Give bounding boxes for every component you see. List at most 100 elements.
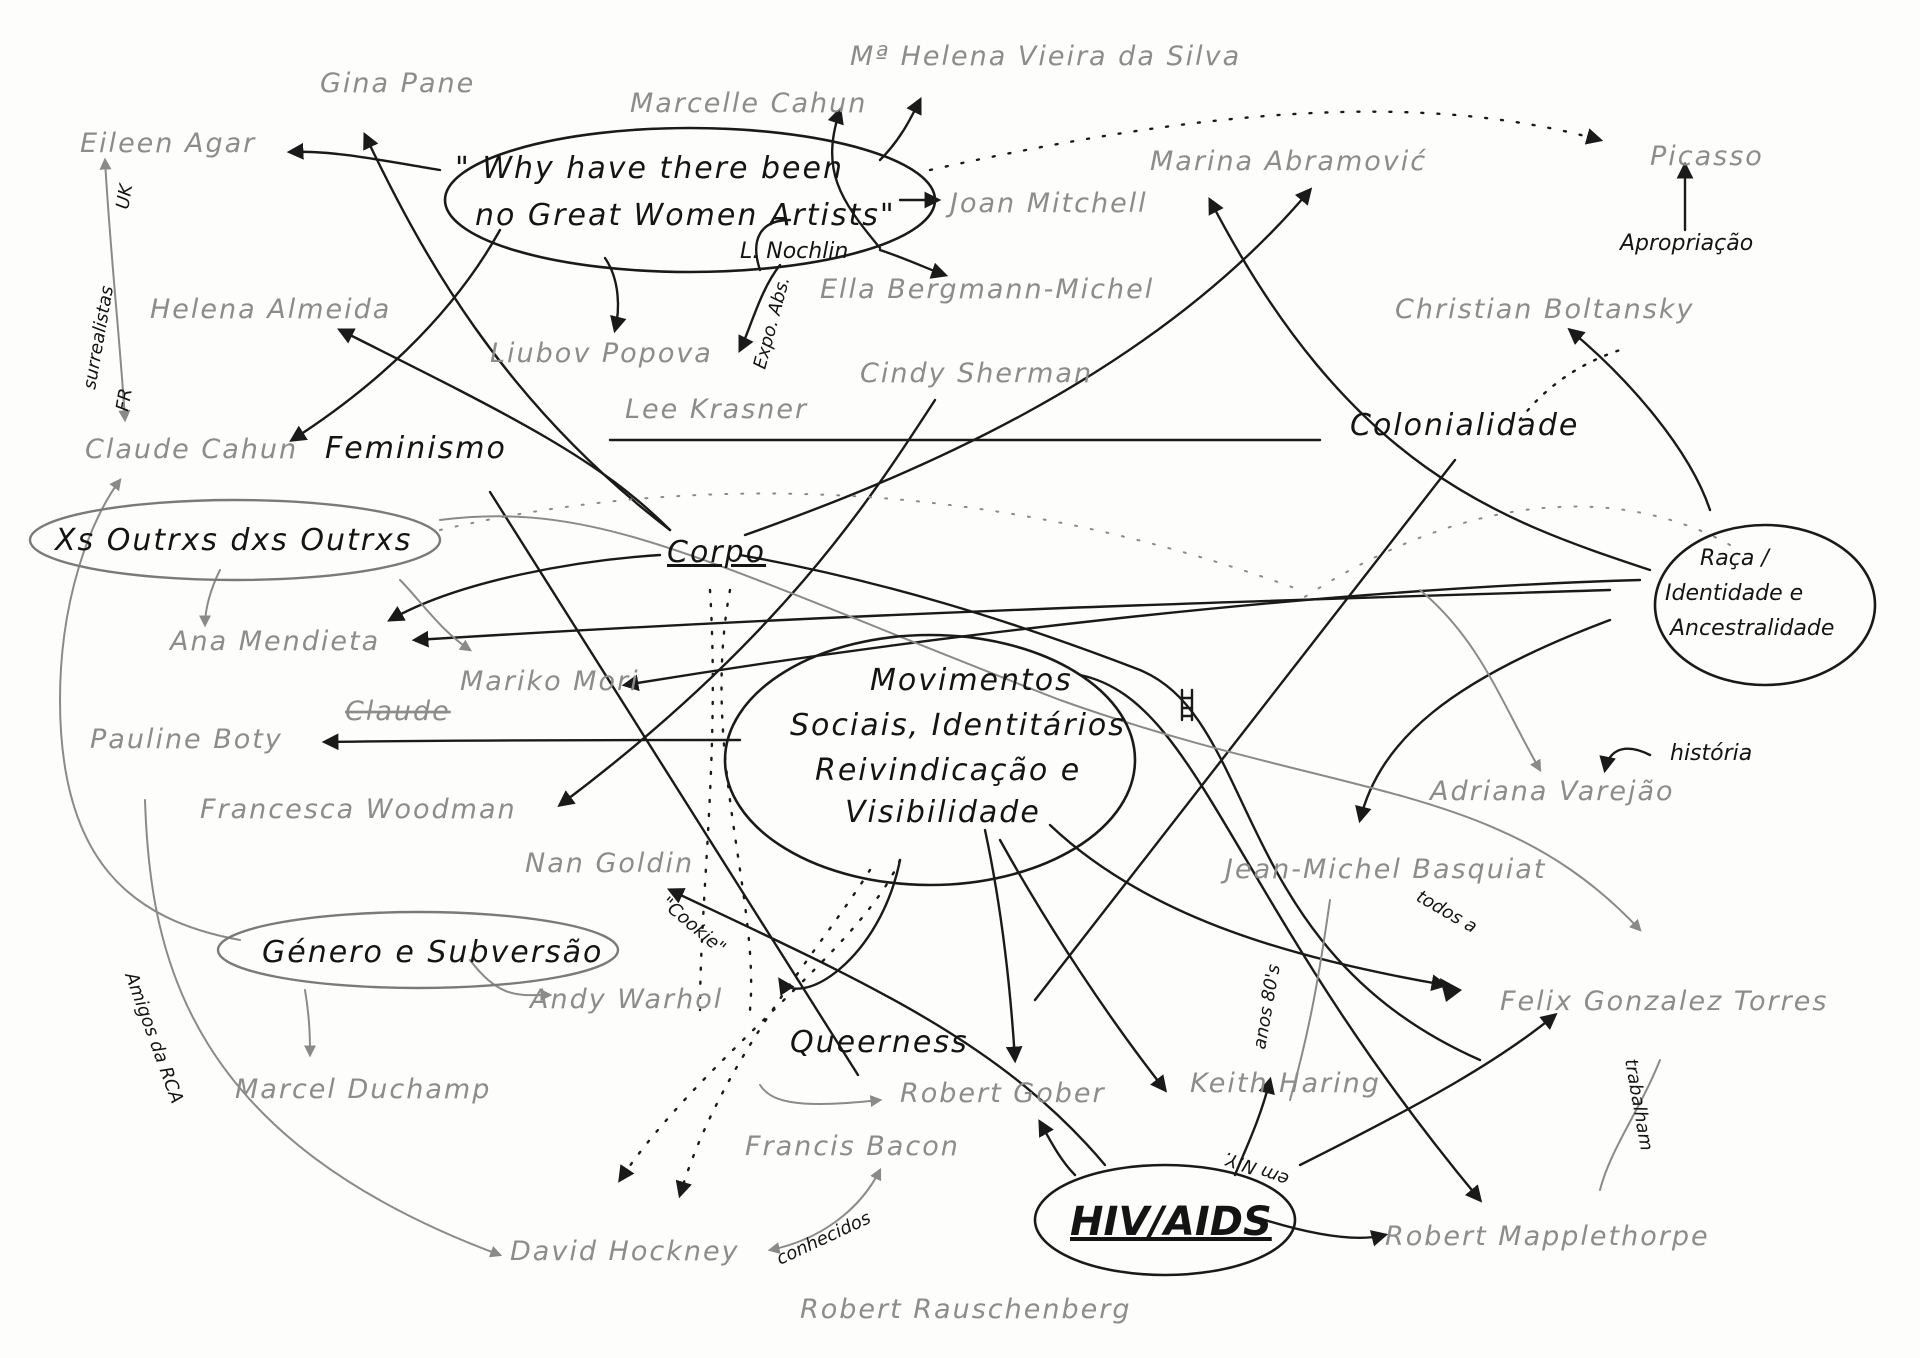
outros-to-felix (439, 515, 1642, 932)
colonialidade-diagonal (1033, 458, 1457, 1002)
artist-gober: Robert Gober (900, 1078, 1106, 1109)
label-movimentos-3: Reivindicação e (815, 753, 1081, 788)
artist-andy: Andy Warhol (528, 984, 723, 1015)
note-anos80: anos 80's (1249, 963, 1285, 1051)
outros-to-mendieta (199, 569, 221, 628)
label-corpo: Corpo (667, 535, 766, 570)
artist-picasso: Picasso (1650, 141, 1764, 172)
artist-ella: Ella Bergmann-Michel (820, 274, 1154, 305)
note-fr: FR (112, 387, 137, 413)
artist-gina-pane: Gina Pane (320, 68, 475, 99)
artist-pauline-boty: Pauline Boty (90, 724, 283, 755)
hiv-to-mapplethorpe (1263, 1218, 1389, 1247)
concept-labels: Feminismo " Why have there been no Great… (53, 151, 1834, 1245)
label-nochlin-line2: no Great Women Artists" (475, 198, 896, 233)
artist-basquiat: Jean-Michel Basquiat (1220, 854, 1546, 885)
artist-duchamp: Marcel Duchamp (235, 1074, 491, 1105)
trabalham-link (1599, 1059, 1661, 1191)
artist-boltansky: Christian Boltansky (1395, 294, 1694, 325)
nochlin-to-ella (878, 248, 949, 279)
nochlin-to-vieira (878, 96, 922, 162)
note-cookie: "Cookie" (657, 893, 730, 959)
hiv-to-nan (666, 888, 1107, 1167)
hatch-outros (439, 492, 1301, 591)
label-colonialidade: Colonialidade (1350, 408, 1579, 443)
outros-to-mariko (399, 579, 472, 652)
label-feminismo: Feminismo (325, 431, 507, 466)
genero-oval (216, 910, 620, 990)
movimentos-to-queer-left (778, 858, 902, 996)
surrealistas-link (99, 157, 131, 423)
artist-nan-goldin: Nan Goldin (525, 848, 694, 879)
note-em-ny: em N.Y. (1221, 1147, 1292, 1190)
hatch-mov-hockney (618, 858, 902, 1183)
note-todos: todos a (1413, 886, 1481, 938)
corpo-to-helena-almeida (336, 328, 672, 532)
label-nochlin-author: L. Nochlin (740, 239, 848, 264)
nochlin-to-marcelle (827, 106, 882, 250)
artist-lee: Lee Krasner (625, 394, 808, 425)
label-raca-3: Ancestralidade (1668, 616, 1834, 641)
hiv-to-felix (1298, 1012, 1558, 1167)
artist-marcelle-cahun: Marcelle Cahun (630, 88, 867, 119)
outros-oval (28, 498, 442, 582)
corpo-to-marina (743, 187, 1313, 537)
label-apropriacao: Apropriação (1618, 231, 1753, 256)
note-amigos: Amigos da RCA (120, 969, 187, 1107)
artist-lubov: Liubov Popova (490, 338, 713, 369)
ladder-doodle (1180, 688, 1194, 722)
artist-helena-vieira: Mª Helena Vieira da Silva (850, 41, 1241, 72)
hatch-mov-hockney-2 (675, 868, 872, 1199)
label-movimentos-4: Visibilidade (845, 795, 1041, 830)
cookie-to-gober (759, 1084, 883, 1108)
movimentos-to-felix (1048, 823, 1449, 991)
label-historia: história (1670, 741, 1752, 766)
raca-oval (1653, 523, 1877, 687)
raca-to-basquiat (1355, 618, 1612, 824)
label-movimentos-2: Sociais, Identitários (790, 708, 1126, 743)
historia-arrow (1599, 747, 1652, 774)
artist-joan-mitchell: Joan Mitchell (945, 188, 1148, 219)
note-expo: Expo. Abs. (750, 274, 795, 371)
genero-to-duchamp (303, 989, 316, 1058)
hiv-to-gober (1038, 1119, 1077, 1177)
pencil-connectors (58, 157, 1661, 1258)
hiv-to-haring (1233, 1076, 1275, 1177)
movimentos-to-mapplethorpe (1078, 673, 1483, 1203)
artist-bacon: Francis Bacon (745, 1131, 960, 1162)
label-movimentos-1: Movimentos (870, 663, 1073, 698)
label-genero: Género e Subversão (262, 935, 603, 970)
hatch-raca-adriana (1299, 505, 1731, 601)
feminismo-diagonal (488, 490, 860, 1077)
artist-felix: Felix Gonzalez Torres (1500, 986, 1828, 1017)
artist-ana-mendieta: Ana Mendieta (168, 626, 380, 657)
nochlin-to-lubov (603, 256, 627, 334)
corpo-to-mendieta (387, 553, 662, 622)
artist-claude-struck: Claude (345, 696, 451, 727)
conhecidos-link (767, 1167, 882, 1254)
artist-mariko-mori: Mariko Mori (460, 666, 640, 697)
amigos-rca (144, 799, 503, 1258)
artist-cindy: Cindy Sherman (860, 358, 1093, 389)
raca-to-marina (1208, 197, 1652, 572)
nochlin-to-eileen (286, 142, 442, 172)
label-raca-1: Raça / (1700, 546, 1771, 571)
label-raca-2: Identidade e (1665, 581, 1803, 606)
label-queerness: Queerness (790, 1025, 969, 1060)
artist-rauschenberg: Robert Rauschenberg (800, 1294, 1131, 1325)
ink-connectors (286, 96, 1712, 1247)
hiv-oval (1033, 1163, 1297, 1277)
triangle-doodle (1440, 978, 1462, 1002)
artist-claude-cahun: Claude Cahun (85, 434, 298, 465)
artist-haring: Keith Haring (1190, 1068, 1381, 1099)
note-uk: UK (112, 181, 137, 210)
expo-link (738, 263, 782, 354)
artist-francesca: Francesca Woodman (200, 794, 517, 825)
genero-to-andy (469, 959, 553, 1002)
raca-to-mendieta (411, 588, 1612, 648)
raca-to-boltansky (1567, 327, 1712, 512)
nochlin-oval (443, 126, 937, 274)
artist-helena-almeida: Helena Almeida (150, 294, 391, 325)
artist-mapplethorpe: Robert Mapplethorpe (1385, 1221, 1710, 1252)
